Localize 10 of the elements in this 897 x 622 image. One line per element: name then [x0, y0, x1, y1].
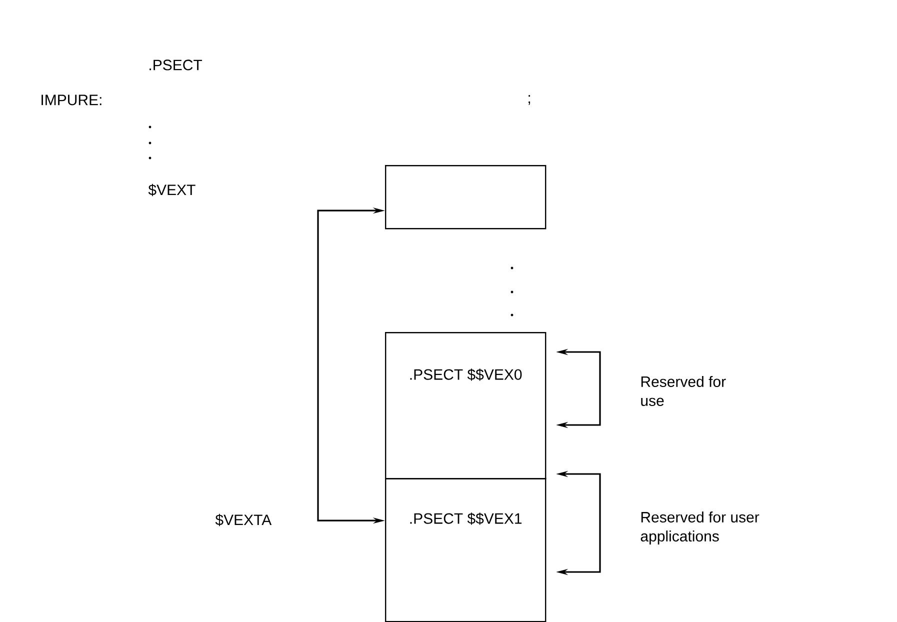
note-text: Reserved for user applications — [640, 512, 760, 544]
memory-block: .PSECT $$VEX1 — [385, 478, 546, 622]
memory-block — [385, 165, 546, 230]
code-label: $VEXTA — [215, 514, 272, 526]
code-label: $VEXT — [148, 184, 196, 196]
memory-block: .PSECT $$VEX0 — [385, 332, 546, 480]
code-label: .PSECT — [150, 60, 202, 70]
code-label: IMPURE: — [42, 94, 102, 106]
note-text: Reserved for use — [641, 376, 726, 406]
code-label: ; — [528, 95, 530, 105]
